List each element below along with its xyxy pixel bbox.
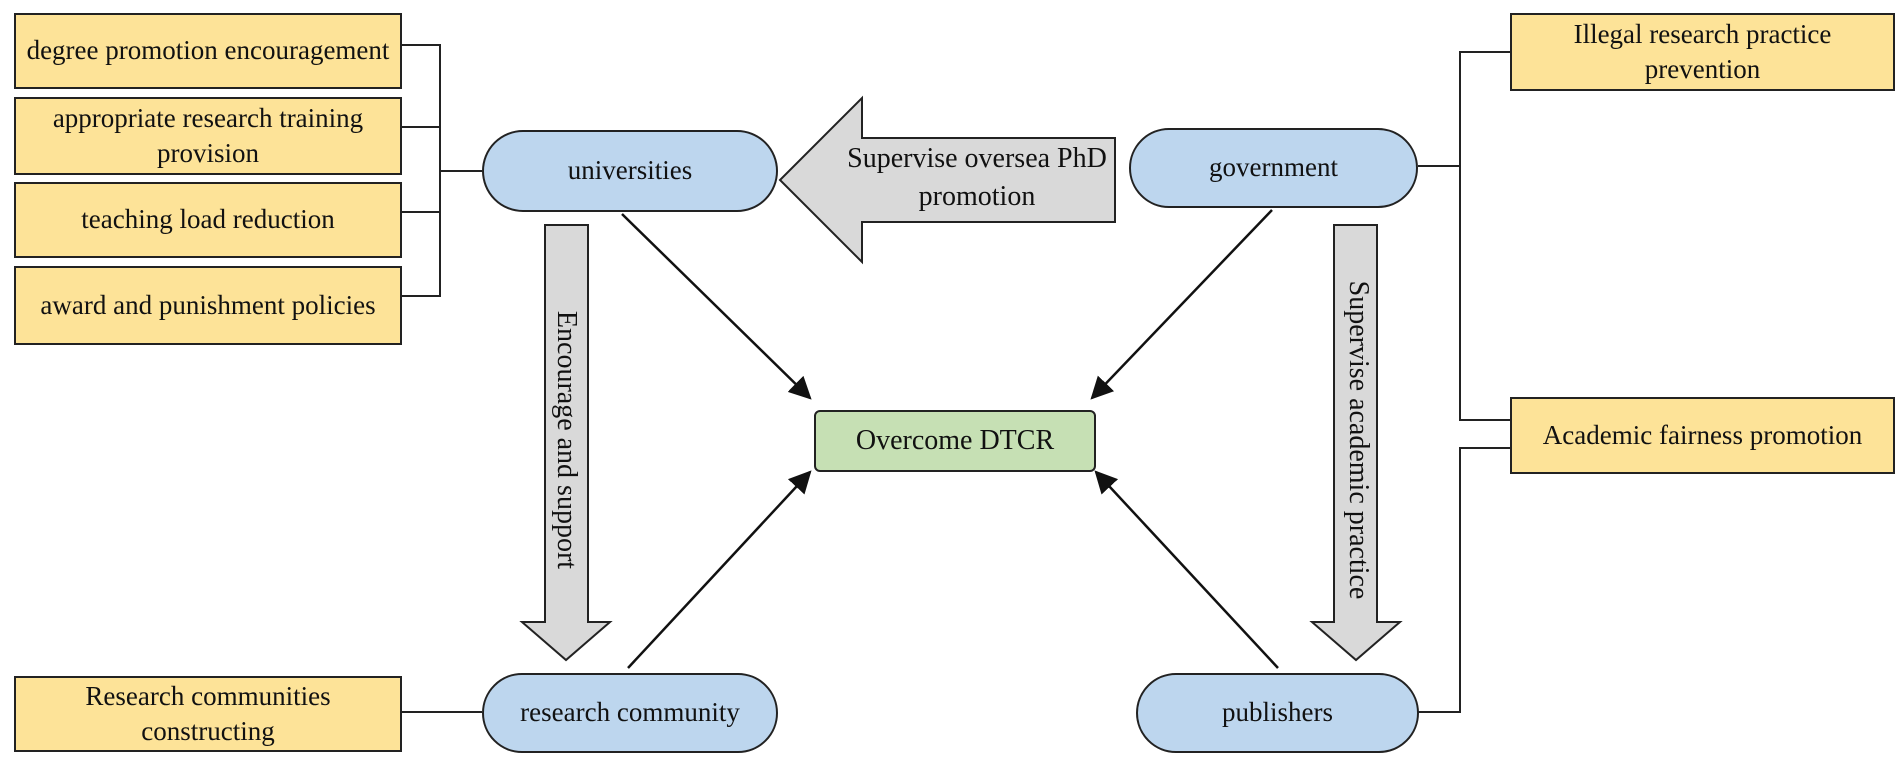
left-bracket-connector	[402, 44, 482, 297]
factor-box-degree-promotion: degree promotion encouragement	[14, 13, 402, 89]
block-arrow-gov-to-publishers	[1309, 224, 1403, 662]
actor-universities: universities	[482, 130, 778, 212]
factor-box-research-training: appropriate research training provision	[14, 97, 402, 175]
arrow-community-to-center	[627, 470, 812, 669]
center-goal: Overcome DTCR	[814, 410, 1096, 472]
thin-arrows	[621, 209, 1279, 669]
arrow-publishers-to-center	[1094, 470, 1279, 669]
factor-box-award-punishment: award and punishment policies	[14, 266, 402, 345]
actor-research-community: research community	[482, 673, 778, 753]
right-bracket-connector	[1418, 51, 1510, 713]
block-arrow-gov-to-univ	[778, 95, 1116, 265]
factor-box-communities-constructing: Research communities constructing	[14, 676, 402, 752]
factor-box-teaching-load: teaching load reduction	[14, 182, 402, 258]
actor-publishers: publishers	[1136, 673, 1419, 753]
arrow-universities-to-center	[621, 213, 812, 400]
arrow-government-to-center	[1090, 209, 1273, 400]
label-encourage-support: Encourage and support	[551, 310, 582, 570]
factor-box-illegal-practice: Illegal research practice prevention	[1510, 13, 1895, 91]
factor-box-academic-fairness: Academic fairness promotion	[1510, 397, 1895, 474]
block-arrow-univ-to-community	[519, 224, 613, 662]
label-supervise-oversea: Supervise oversea PhD promotion	[847, 143, 1107, 212]
actor-government: government	[1129, 128, 1418, 208]
label-supervise-academic: Supervise academic practice	[1343, 280, 1374, 600]
